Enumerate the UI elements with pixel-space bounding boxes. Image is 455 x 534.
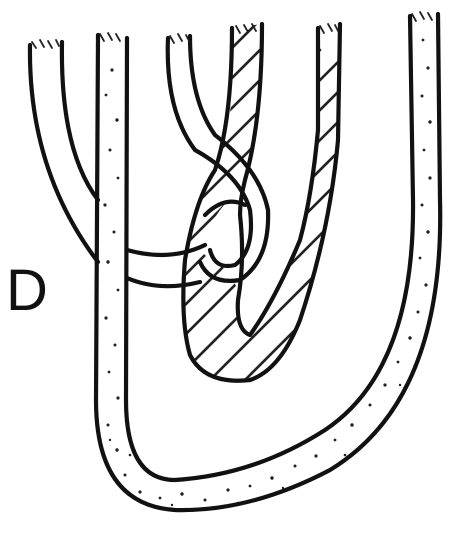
outer-vessel-outer-wall <box>96 14 440 510</box>
left-branch-inner <box>62 42 98 200</box>
panel-label: D <box>6 262 48 320</box>
vessel-outlines <box>30 14 440 510</box>
left-branch-connector-lower <box>127 278 200 286</box>
left-branch-connector-upper <box>127 245 205 255</box>
inner-vessel-right-wall <box>238 24 318 335</box>
outer-vessel-stipple <box>103 39 434 507</box>
